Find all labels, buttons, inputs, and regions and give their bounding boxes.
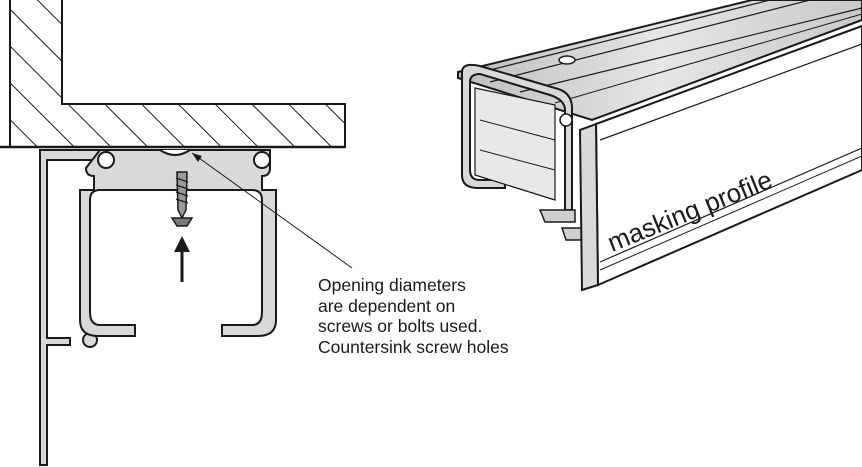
note-line: Opening diameters [318,275,466,295]
screw-icon [170,171,194,227]
note-line: Countersink screw holes [318,336,509,357]
opening-diameters-note: Opening diameters are dependent on screw… [318,275,509,357]
ceiling-wall-section [0,0,346,149]
leader-line [191,152,353,269]
note-line: screws or bolts used. [318,316,483,336]
track-3d-view: masking profile [457,0,862,292]
arrow-up-icon [174,236,190,282]
note-line: are dependent on [318,295,456,316]
